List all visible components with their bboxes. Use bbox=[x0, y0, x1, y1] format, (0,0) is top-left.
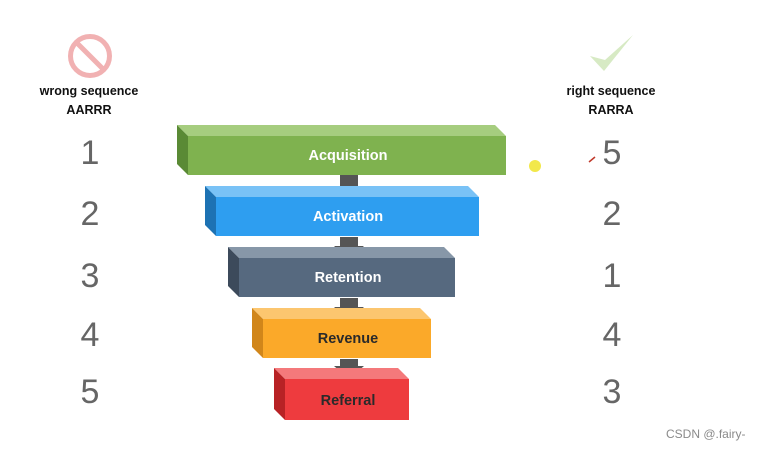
wrong-sequence-number: 4 bbox=[80, 316, 100, 354]
wrong-sequence-title: wrong sequence bbox=[39, 84, 139, 98]
wrong-sequence-number: 2 bbox=[80, 195, 100, 233]
checkmark-icon bbox=[589, 33, 635, 80]
prohibited-icon bbox=[67, 33, 113, 84]
cursor-mark-icon bbox=[588, 156, 596, 163]
right-sequence-code: RARRA bbox=[588, 103, 634, 117]
pointer-highlight-icon bbox=[529, 160, 541, 172]
wrong-sequence-code: AARRR bbox=[66, 103, 112, 117]
right-sequence-number: 5 bbox=[602, 134, 622, 172]
wrong-sequence-number: 1 bbox=[80, 134, 100, 172]
funnel-stage-acquisition: Acquisition bbox=[177, 125, 506, 175]
stage-label: Acquisition bbox=[309, 148, 388, 164]
stage-label: Referral bbox=[321, 393, 376, 409]
stage-label: Revenue bbox=[318, 331, 378, 347]
funnel-stage-referral: Referral bbox=[274, 368, 409, 420]
right-sequence-header: right sequence RARRA bbox=[536, 82, 686, 120]
funnel-stage-retention: Retention bbox=[228, 247, 455, 297]
wrong-sequence-number: 5 bbox=[80, 373, 100, 411]
right-sequence-title: right sequence bbox=[566, 84, 656, 98]
wrong-sequence-header: wrong sequence AARRR bbox=[14, 82, 164, 120]
right-sequence-number: 3 bbox=[602, 373, 622, 411]
funnel-stage-revenue: Revenue bbox=[252, 308, 431, 358]
stage-label: Activation bbox=[313, 209, 383, 225]
wrong-sequence-number: 3 bbox=[80, 257, 100, 295]
right-sequence-number: 2 bbox=[602, 195, 622, 233]
right-sequence-number: 1 bbox=[602, 257, 622, 295]
funnel-stage-activation: Activation bbox=[205, 186, 479, 236]
right-sequence-number: 4 bbox=[602, 316, 622, 354]
stage-label: Retention bbox=[315, 270, 382, 286]
watermark: CSDN @.fairy- bbox=[666, 427, 746, 441]
